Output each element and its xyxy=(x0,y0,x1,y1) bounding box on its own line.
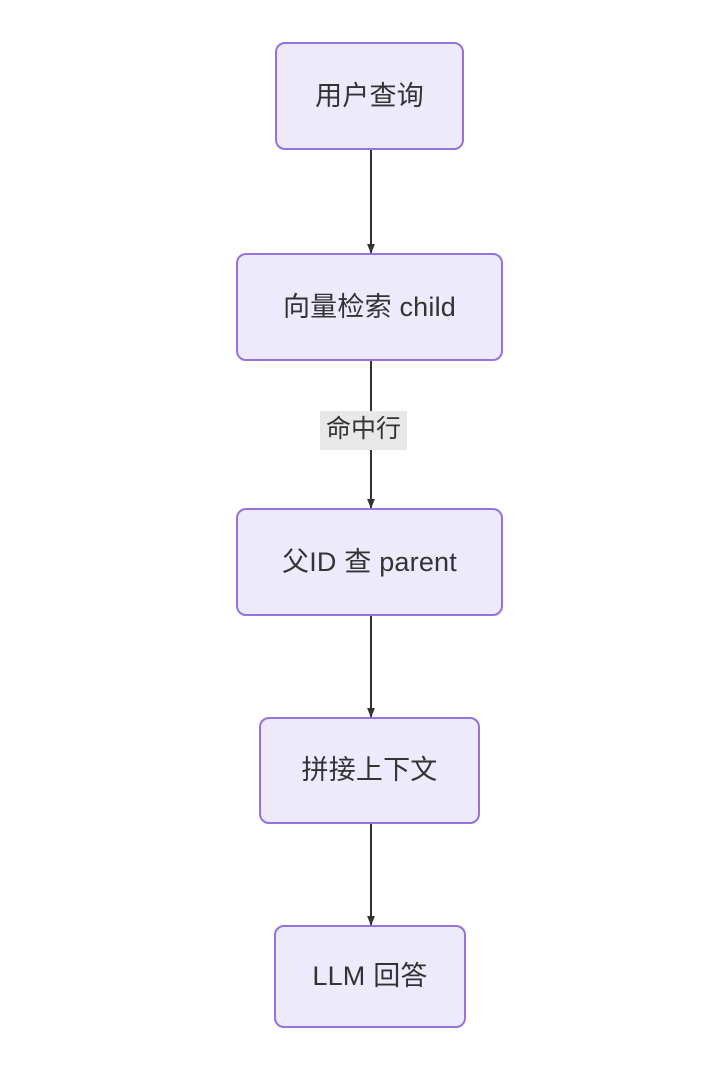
node-build-context-label: 拼接上下文 xyxy=(301,755,438,786)
node-parent-lookup-label: 父ID 查 parent xyxy=(282,546,457,577)
edge-label-hit-row: 命中行 xyxy=(320,411,408,451)
node-llm-answer[interactable]: LLM 回答 xyxy=(274,925,466,1028)
node-build-context[interactable]: 拼接上下文 xyxy=(259,717,480,824)
node-user-query[interactable]: 用户查询 xyxy=(275,42,464,150)
node-vector-search-label: 向量检索 child xyxy=(282,291,457,322)
node-parent-lookup[interactable]: 父ID 查 parent xyxy=(236,508,503,616)
node-llm-answer-label: LLM 回答 xyxy=(312,961,428,992)
node-vector-search[interactable]: 向量检索 child xyxy=(236,253,503,361)
node-user-query-label: 用户查询 xyxy=(315,80,424,111)
